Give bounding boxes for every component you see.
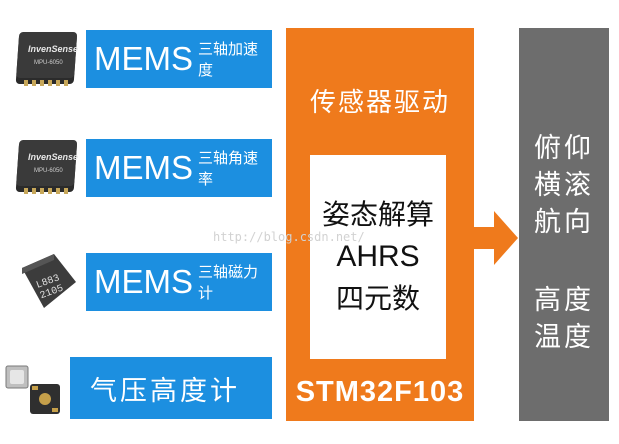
mpu6050-chip-image-2: InvenSense MPU-6050 [15,140,78,194]
output-yaw: 航向 [534,207,594,238]
barometer-label: 气压高度计 [90,375,240,407]
output-altitude: 高度 [534,285,594,316]
output-roll: 横滚 [534,170,594,201]
output-pitch: 俯仰 [534,133,594,164]
svg-text:InvenSense: InvenSense [28,152,78,162]
attitude-solver-box: 姿态解算 AHRS 四元数 [310,155,446,359]
svg-text:MPU-6050: MPU-6050 [34,168,63,174]
sensor-box-accelerometer: MEMS 三轴加速度 [86,30,272,88]
solver-line-1: 姿态解算 [321,198,434,231]
sensor-box-gyroscope: MEMS 三轴角速率 [86,139,272,197]
right-arrow-icon [474,211,518,265]
sensor-sub-label: 三轴加速度 [198,40,259,79]
sensor-box-barometer: 气压高度计 [70,357,272,419]
driver-title: 传感器驱动 [309,88,450,118]
sensor-main-label: MEMS [94,149,193,186]
sensor-main-label: MEMS [94,263,193,300]
magnetometer-chip-image: L883 2105 [22,254,76,308]
sensor-main-label: MEMS [94,40,193,77]
svg-text:MPU-6050: MPU-6050 [34,60,63,66]
mcu-label: STM32F103 [295,376,465,408]
solver-line-2: AHRS [336,240,420,273]
sensor-box-magnetometer: MEMS 三轴磁力计 [86,253,272,311]
sensor-sub-label: 三轴角速率 [198,149,259,188]
watermark: http://blog.csdn.net/ [213,230,365,244]
driver-block: 传感器驱动 姿态解算 AHRS 四元数 STM32F103 [286,28,474,421]
solver-line-3: 四元数 [335,282,420,315]
svg-text:InvenSense: InvenSense [28,44,78,54]
output-temperature: 温度 [534,322,594,353]
barometer-chip-image [5,365,60,414]
output-block: 俯仰 横滚 航向 高度 温度 [519,28,609,421]
mpu6050-chip-image-1: InvenSense MPU-6050 [15,32,78,86]
sensor-sub-label: 三轴磁力计 [198,263,259,302]
